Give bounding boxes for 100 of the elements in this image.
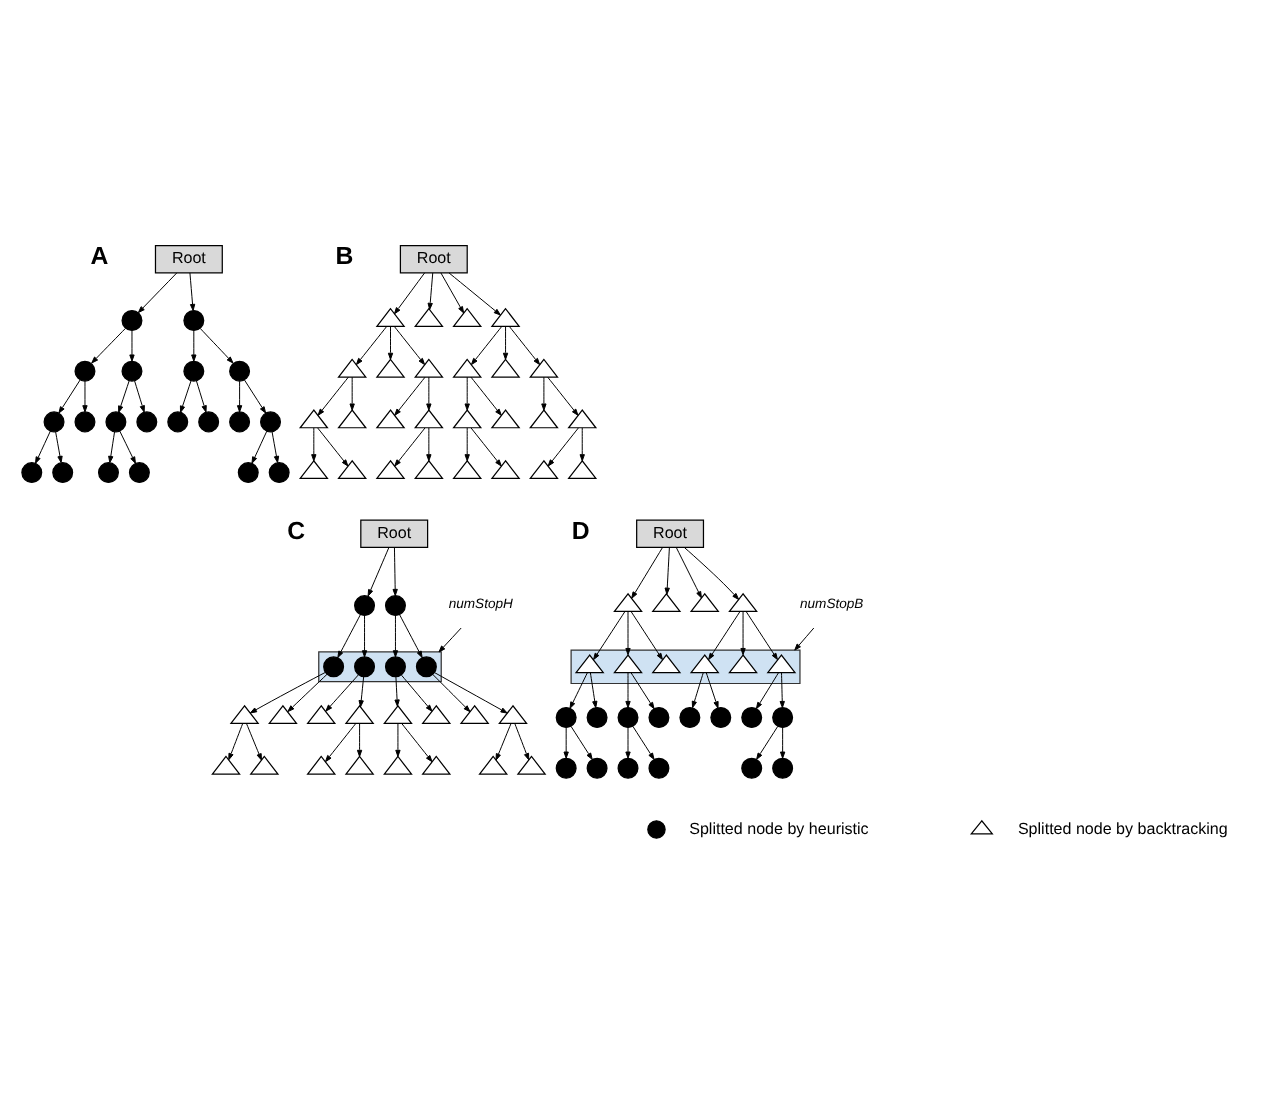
arrow [228, 723, 244, 761]
arrow [589, 672, 598, 709]
node-circle [97, 462, 119, 484]
arrow [35, 430, 51, 464]
arrow [356, 723, 363, 757]
arrow [705, 672, 719, 709]
arrow [756, 725, 779, 760]
arrow [470, 376, 502, 416]
node-circle [586, 707, 608, 729]
node-circle [136, 411, 158, 433]
label: A [90, 242, 109, 271]
arrow [625, 611, 631, 656]
arrow [708, 611, 741, 661]
arrow [401, 723, 433, 763]
arrow [440, 272, 465, 314]
node-circle [772, 757, 794, 779]
arrow [325, 723, 357, 763]
arrow [448, 272, 501, 316]
node-circle [74, 411, 96, 433]
node-circle [741, 707, 763, 729]
node-circle [679, 707, 701, 729]
arrow [547, 376, 579, 416]
node-triangle [567, 459, 598, 480]
node-circle [617, 707, 639, 729]
node-triangle [375, 358, 406, 378]
arrow [394, 272, 426, 315]
arrow [502, 326, 509, 360]
arrow [470, 326, 503, 366]
arrow [243, 379, 267, 414]
node-circle [384, 656, 406, 678]
arrow [137, 272, 178, 314]
arrow [271, 431, 280, 464]
node-circle [555, 707, 577, 729]
node-circle [323, 656, 345, 678]
arrow [541, 376, 547, 411]
node-triangle [337, 409, 368, 429]
arrow [394, 376, 426, 416]
arrow [129, 330, 135, 362]
node-circle [52, 462, 74, 484]
arrow [426, 376, 432, 411]
arrow [179, 380, 192, 413]
node-triangle [298, 459, 329, 480]
node-triangle [414, 459, 444, 480]
node-circle [121, 309, 143, 331]
arrow [593, 611, 626, 661]
arrow [355, 326, 388, 366]
node-circle [105, 411, 127, 433]
arrow [508, 326, 541, 366]
arrow [246, 723, 262, 761]
node-circle [268, 462, 290, 484]
arrow [779, 727, 786, 759]
label: B [335, 242, 354, 271]
node-circle [586, 757, 608, 779]
arrow [349, 376, 355, 411]
arrow [630, 611, 663, 661]
arrow [401, 674, 433, 712]
arrow [579, 427, 585, 462]
arrow [740, 611, 746, 656]
node-triangle [414, 409, 444, 429]
arrow [514, 723, 530, 761]
node-triangle [211, 755, 241, 775]
node-circle [648, 707, 670, 729]
arrow [691, 672, 704, 709]
arrow [394, 676, 400, 707]
node-circle [741, 757, 763, 779]
arrow [317, 427, 349, 467]
node-circle [710, 707, 732, 729]
arrow [630, 672, 655, 710]
arrow [392, 615, 399, 658]
arrow [82, 380, 88, 413]
arrow [675, 546, 702, 599]
node-triangle [529, 409, 559, 429]
arrow [251, 430, 268, 464]
node-triangle [651, 592, 682, 613]
arrow [119, 430, 136, 464]
node-circle [617, 757, 639, 779]
arrow [745, 611, 778, 661]
arrow [563, 727, 569, 759]
arrow [393, 326, 426, 366]
arrow [195, 380, 207, 413]
node-circle [183, 360, 205, 382]
arrow [755, 672, 779, 710]
node-circle [772, 707, 794, 729]
node-circle [260, 411, 282, 433]
node-circle [167, 411, 189, 433]
arrow [794, 627, 815, 651]
arrow [470, 427, 502, 467]
arrow [438, 627, 462, 653]
arrow [683, 546, 740, 600]
node-triangle [344, 755, 375, 775]
node-circle [183, 309, 205, 331]
arrow [358, 676, 365, 708]
arrow [337, 614, 361, 658]
node-circle [354, 595, 376, 617]
arrow [325, 674, 359, 712]
arrow [236, 380, 243, 413]
label: D [571, 516, 590, 545]
node-triangle [516, 755, 547, 775]
node-triangle [728, 654, 758, 674]
arrow [191, 330, 197, 362]
